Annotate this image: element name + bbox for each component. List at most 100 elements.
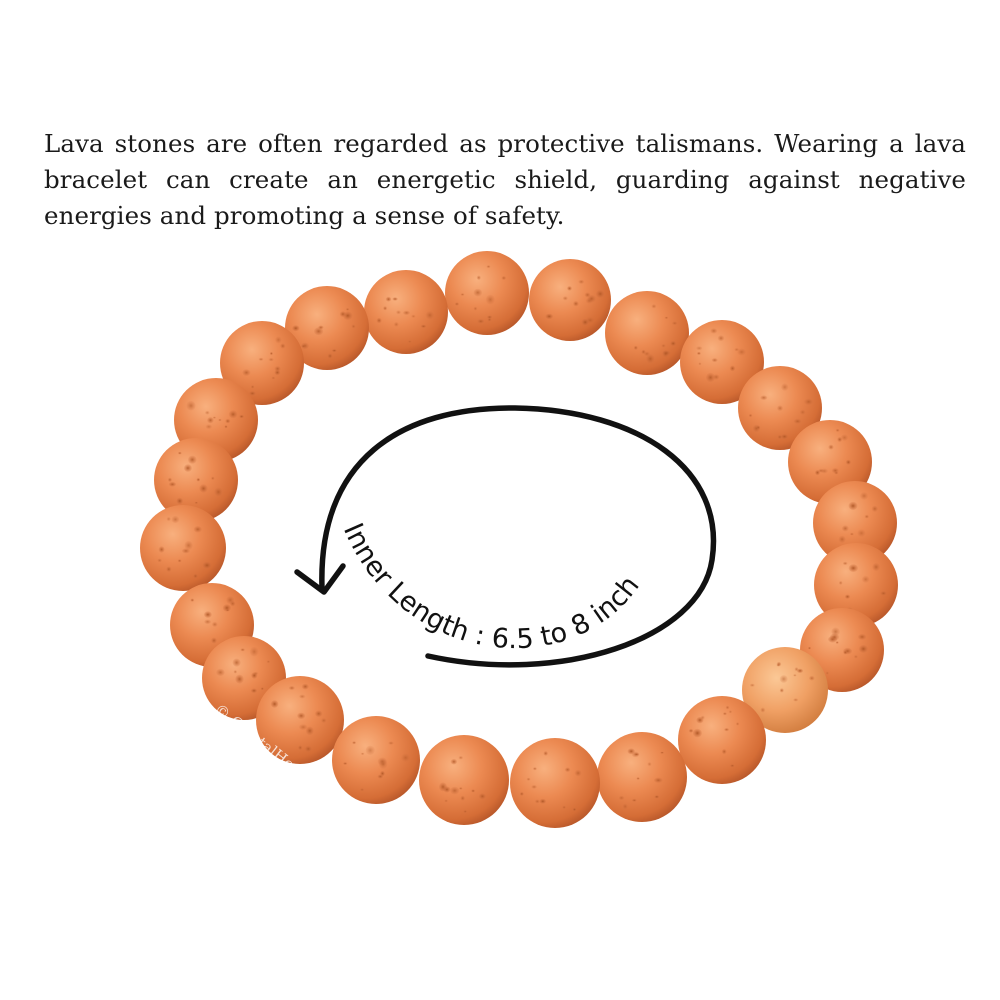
bead-pore — [646, 354, 655, 364]
bead-pore — [864, 514, 869, 519]
bead-pore — [730, 764, 735, 768]
bead-pore — [378, 759, 388, 769]
bead-pore — [671, 321, 678, 326]
bead-pore — [204, 619, 212, 625]
bead-pore — [388, 741, 394, 745]
bead-pore — [214, 487, 223, 497]
bead-pore — [460, 795, 466, 801]
bead-pore — [848, 564, 858, 572]
bead-pore — [627, 748, 635, 755]
bead-pore — [167, 477, 172, 482]
bead-pore — [636, 777, 640, 780]
bead-pore — [407, 340, 412, 343]
bead-pore — [450, 758, 458, 765]
bead-pore — [723, 712, 727, 716]
bead-pore — [271, 376, 276, 380]
bead-pore — [297, 712, 306, 719]
bead-pore — [360, 752, 365, 755]
lava-bead — [419, 735, 509, 825]
bead-pore — [618, 795, 625, 801]
bead-pore — [193, 573, 198, 579]
bead-pore — [235, 674, 244, 684]
bead-pore — [539, 798, 547, 804]
bead-body — [605, 291, 689, 375]
bead-pore — [777, 405, 783, 412]
bead-pore — [574, 769, 582, 777]
bead-pore — [183, 464, 192, 472]
bead-pore — [780, 434, 789, 440]
bead-pore — [487, 317, 492, 322]
bead-pore — [660, 751, 664, 754]
bead-body — [529, 259, 611, 341]
bead-pore — [809, 675, 815, 681]
bead-pore — [304, 745, 312, 753]
bead-pore — [250, 385, 255, 389]
lava-bead — [605, 291, 689, 375]
bead-pore — [305, 726, 314, 736]
bead-pore — [696, 346, 703, 351]
bead-pore — [376, 317, 382, 324]
lava-bead — [220, 321, 304, 405]
bead-pore — [166, 517, 171, 521]
bead-pore — [360, 788, 365, 792]
bead-pore — [845, 459, 851, 465]
bead-body — [597, 732, 687, 822]
bead-pore — [226, 596, 235, 605]
bead-pore — [269, 352, 273, 355]
bead-pore — [266, 660, 271, 664]
bead-pore — [365, 745, 375, 755]
bead-pore — [212, 621, 218, 627]
bead-pore — [420, 324, 427, 328]
bead-pore — [850, 532, 854, 536]
bead-pore — [531, 785, 537, 789]
bead-pore — [454, 302, 459, 306]
lava-bead — [510, 738, 600, 828]
bead-pore — [736, 722, 740, 726]
bead-pore — [534, 799, 540, 804]
bead-pore — [473, 306, 478, 311]
bead-pore — [477, 319, 485, 324]
bead-pore — [662, 350, 669, 358]
bead-pore — [776, 663, 780, 667]
lava-bead — [680, 320, 764, 404]
bead-pore — [808, 646, 811, 650]
bead-pore — [158, 546, 165, 553]
bead-pore — [779, 675, 788, 683]
bead-pore — [168, 481, 177, 487]
bead-pore — [692, 728, 702, 738]
bead-body — [332, 716, 420, 804]
lava-bead — [364, 270, 448, 354]
bead-pore — [486, 265, 491, 268]
bead-pore — [392, 297, 398, 301]
bead-pore — [871, 505, 878, 512]
bead-pore — [205, 410, 210, 415]
bead-pore — [578, 279, 585, 284]
bead-pore — [804, 398, 814, 405]
bead-pore — [275, 336, 282, 344]
bead-pore — [717, 335, 725, 342]
bead-pore — [301, 344, 306, 348]
bead-pore — [188, 455, 197, 464]
bead-pore — [725, 705, 730, 710]
bead-pore — [444, 799, 448, 803]
bead-pore — [176, 497, 183, 505]
bead-body — [220, 321, 304, 405]
bead-pore — [250, 688, 258, 693]
bead-pore — [224, 425, 228, 429]
bead-pore — [634, 753, 639, 756]
product-description: Lava stones are often regarded as protec… — [44, 129, 966, 230]
bead-pore — [425, 311, 434, 320]
bead-pore — [216, 668, 225, 677]
bead-pore — [314, 327, 324, 336]
bead-pore — [343, 762, 348, 765]
bead-pore — [860, 492, 869, 500]
bead-pore — [872, 563, 880, 571]
bead-pore — [843, 650, 848, 655]
bead-pore — [240, 648, 245, 652]
bead-pore — [573, 301, 579, 307]
bead-body — [510, 738, 600, 828]
bead-pore — [562, 805, 566, 809]
lava-bead — [332, 716, 420, 804]
bead-pore — [380, 770, 385, 777]
bead-pore — [298, 745, 303, 751]
